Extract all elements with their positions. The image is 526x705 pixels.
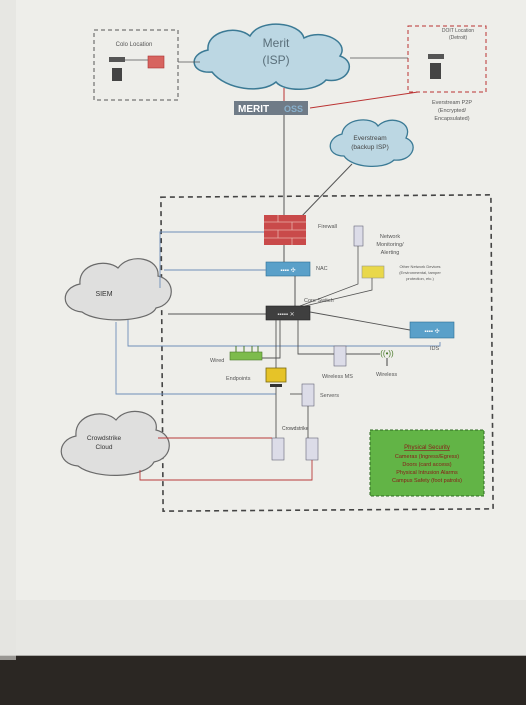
siem-ids-link xyxy=(127,320,441,347)
wireless-ms-label: Wireless MS xyxy=(322,374,353,380)
physical-security-item: Physical Intrusion Alarms xyxy=(396,470,458,476)
doit-router-icon xyxy=(428,54,444,59)
merit-isp-label-2: (ISP) xyxy=(262,53,289,67)
page-shadow xyxy=(0,0,16,660)
doit-location-label-1: DOIT Location xyxy=(442,28,474,34)
siem-firewall-link xyxy=(159,231,264,288)
wired-hub-icon xyxy=(229,346,263,361)
other-devices-core-link xyxy=(304,278,373,307)
monitoring-server-icon xyxy=(353,225,364,247)
ids-label: IDS xyxy=(430,346,440,352)
firewall-icon xyxy=(264,215,306,245)
colo-router-icon xyxy=(109,57,125,62)
everstream-label-2: (backup ISP) xyxy=(351,144,389,151)
other-devices-label-3: protection, etc.) xyxy=(406,276,434,281)
doit-location-label-2: (Detroit) xyxy=(449,35,467,41)
physical-security-title: Physical Security xyxy=(404,445,450,451)
colo-location-box xyxy=(93,29,179,101)
physical-security-item: Doors (card access) xyxy=(402,462,451,468)
crowdstrike-host-1-icon xyxy=(271,437,285,461)
monitoring-label-2: Monitoring/ xyxy=(376,242,404,248)
desk-background xyxy=(0,655,526,700)
colo-server-icon xyxy=(112,68,122,81)
nac-switch-ports: ▪▪▪▪ ✣ xyxy=(280,267,295,274)
core-wireless-ms-link xyxy=(297,320,334,355)
monitoring-core-link xyxy=(299,246,359,307)
merit-banner-tail: OSS xyxy=(284,104,303,114)
colo-firewall-icon xyxy=(147,55,165,69)
siem-cloud: SIEM xyxy=(64,258,172,321)
campus-boundary xyxy=(160,194,494,512)
siem-label: SIEM xyxy=(95,291,112,298)
wireless-ms-server-icon xyxy=(333,345,347,367)
nac-switch-icon xyxy=(265,261,311,277)
everstream-p2p-label-2: (Encrypted/ xyxy=(438,108,467,114)
servers-label: Servers xyxy=(320,393,339,399)
paper-fold-shade xyxy=(0,600,526,656)
firewall-label: Firewall xyxy=(318,224,337,230)
core-switch-icon xyxy=(265,305,311,321)
other-devices-icon xyxy=(361,265,385,279)
crowdstrike-label: Crowdstrike xyxy=(282,426,309,432)
crowdstrike-host-2-icon xyxy=(305,437,319,461)
merit-banner xyxy=(234,101,308,115)
core-wired-link xyxy=(262,320,281,359)
crowdstrike-cloud-label-1: Crowdstrike xyxy=(87,435,122,442)
everstream-p2p-label-1: Everstream P2P xyxy=(432,100,472,106)
everstream-p2p-link xyxy=(309,91,419,109)
wireless-label: Wireless xyxy=(376,372,397,378)
everstream-cloud: Everstream (backup ISP) xyxy=(329,119,414,167)
merit-isp-cloud: Merit (ISP) xyxy=(193,23,351,90)
monitoring-label-3: Alerting xyxy=(381,250,400,256)
colo-location-label: Colo Location xyxy=(116,42,153,48)
doit-location-box xyxy=(407,25,487,93)
endpoint-computer-icon xyxy=(265,367,287,387)
wired-label: Wired xyxy=(210,358,224,364)
nac-label: NAC xyxy=(316,266,328,272)
doit-server-icon xyxy=(430,63,441,79)
crowdstrike-cloud-label-2: Cloud xyxy=(96,444,113,451)
core-ids-link xyxy=(309,311,411,331)
physical-security-box xyxy=(369,429,485,497)
physical-security-item: Campus Safety (foot patrols) xyxy=(392,478,462,484)
merit-banner-text: MERIT xyxy=(238,104,269,115)
core-switch-label: Core Switch xyxy=(304,298,334,304)
other-devices-label-2: (Environmental, tamper xyxy=(399,270,441,275)
everstream-firewall-link xyxy=(299,163,353,219)
ids-switch-ports: ▪▪▪▪ ✣ xyxy=(424,328,439,335)
monitoring-label-1: Network xyxy=(380,234,400,240)
everstream-p2p-label-3: Encapsulated) xyxy=(434,116,469,122)
other-devices-label-1: Other Network Devices xyxy=(399,264,440,269)
everstream-label-1: Everstream xyxy=(353,135,386,142)
endpoints-label: Endpoints xyxy=(226,376,251,382)
wireless-antenna-icon: ((•)) xyxy=(380,349,394,358)
core-switch-ports: ▪▪▪▪▪ ✕ xyxy=(277,312,294,318)
merit-isp-label-1: Merit xyxy=(263,36,290,50)
server-rack-icon xyxy=(301,383,315,407)
physical-security-item: Cameras (Ingress/Egress) xyxy=(395,454,459,460)
siem-servers-link xyxy=(115,322,276,395)
crowdstrike-cloud: Crowdstrike Cloud xyxy=(60,410,170,476)
crowdstrike-host2-link xyxy=(139,460,313,481)
